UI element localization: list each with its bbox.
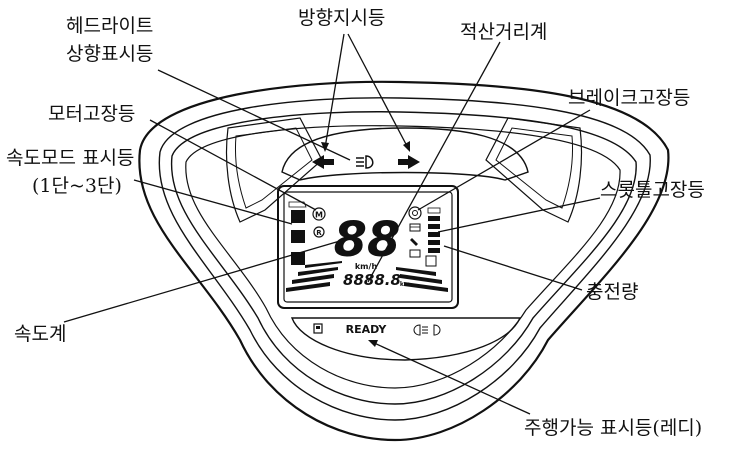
speed-mode-indicators: 3 2 1 bbox=[288, 201, 307, 266]
housing-ring-4 bbox=[185, 125, 621, 389]
callout-speed-mode bbox=[133, 179, 293, 225]
bottom-indicator-band bbox=[290, 317, 522, 361]
housing-outer bbox=[138, 80, 670, 442]
right-turn-icon bbox=[398, 155, 420, 169]
low-beam-icon bbox=[413, 324, 441, 336]
fuel-icon bbox=[313, 323, 323, 334]
callout-turn-left bbox=[324, 33, 345, 149]
label-brake-fault: 브레이크고장등 bbox=[568, 87, 690, 109]
bottom-indicators: READY bbox=[313, 323, 441, 336]
left-reflector bbox=[225, 117, 323, 223]
label-odometer: 적산거리계 bbox=[460, 21, 547, 43]
callout-odometer bbox=[367, 41, 501, 283]
battery-gauge bbox=[427, 207, 441, 253]
left-reflector-inner bbox=[235, 127, 313, 209]
lcd-screen bbox=[283, 191, 453, 303]
motor-fault-icon: M bbox=[312, 207, 326, 221]
label-motor-fault: 모터고장등 bbox=[48, 103, 135, 125]
label-headlight-line2: 상향표시등 bbox=[66, 43, 153, 65]
callout-ready bbox=[371, 341, 531, 415]
top-indicator-band bbox=[281, 127, 529, 181]
high-beam-icon bbox=[356, 155, 374, 169]
motor-fault-symbol: M bbox=[315, 211, 323, 220]
wrench-icon bbox=[410, 238, 418, 246]
speed-unit: km/h bbox=[355, 262, 378, 271]
r-mode-icon: R bbox=[313, 226, 325, 238]
right-reflector-inner bbox=[495, 127, 573, 209]
labels: 헤드라이트 상향표시등 방향지시등 적산거리계 브레이크고장등 모터고장등 속도… bbox=[6, 7, 705, 439]
callout-lines bbox=[63, 33, 601, 415]
throttle-fault-icon bbox=[409, 223, 421, 232]
callout-speedometer bbox=[63, 237, 351, 323]
callout-motor bbox=[149, 119, 317, 211]
label-battery-level: 충전량 bbox=[586, 281, 638, 303]
housing-ring-3 bbox=[170, 111, 637, 405]
label-headlight-line1: 헤드라이트 bbox=[66, 15, 153, 37]
label-speedometer: 속도계 bbox=[14, 323, 66, 345]
label-speed-mode-line1: 속도모드 표시등 bbox=[6, 147, 134, 169]
mode-3-number: 3 bbox=[294, 211, 302, 224]
r-mode-symbol: R bbox=[316, 229, 322, 237]
callout-throttle bbox=[437, 197, 601, 233]
brake-fault-icon bbox=[408, 206, 422, 220]
speed-bar-graph bbox=[286, 261, 448, 292]
lcd-bezel bbox=[277, 185, 459, 309]
callout-brake bbox=[417, 109, 591, 211]
odometer-digits: 8888.8 bbox=[343, 271, 401, 289]
left-turn-icon bbox=[312, 155, 334, 169]
callout-turn-right bbox=[347, 33, 409, 149]
label-speed-mode-line2: (1단~3단) bbox=[32, 175, 122, 197]
label-ready: 주행가능 표시등(레디) bbox=[524, 417, 702, 439]
right-reflector bbox=[485, 117, 583, 223]
label-throttle-fault: 스롯틀고장등 bbox=[600, 179, 705, 201]
label-turn-signal: 방향지시등 bbox=[298, 7, 385, 29]
top-indicators bbox=[312, 155, 420, 169]
other-warning-icons bbox=[409, 249, 437, 267]
ready-text: READY bbox=[346, 323, 388, 336]
lcd-panel: 3 2 1 M R 88 km/h 888 bbox=[277, 185, 459, 309]
callout-headlight bbox=[157, 69, 351, 161]
housing-ring-2 bbox=[158, 97, 651, 421]
odometer-unit: km bbox=[400, 281, 410, 288]
dashboard-housing bbox=[138, 80, 670, 442]
mode-2-number: 2 bbox=[294, 231, 302, 244]
mode-1-number: 1 bbox=[294, 253, 302, 266]
callout-battery bbox=[443, 245, 583, 291]
